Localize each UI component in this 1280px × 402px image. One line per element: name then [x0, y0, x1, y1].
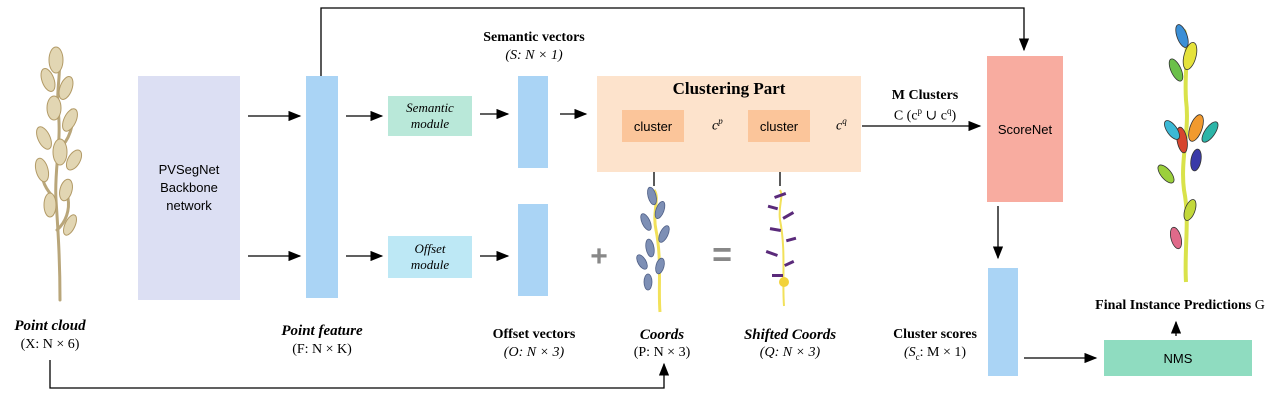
offset-module-line1: Offset [414, 241, 446, 256]
cq-base: c [836, 118, 843, 134]
cluster-scores-subtitle: (Sc: M × 1) [880, 345, 990, 362]
clustering-part-title: Clustering Part [672, 79, 786, 98]
final-predictions-suffix: G [1254, 298, 1265, 313]
cp-base: c [712, 118, 719, 134]
semantic-vectors-subtitle: (S: N × 1) [505, 48, 563, 63]
offset-vectors-bar [518, 204, 548, 296]
m-clusters-sub-a: C (c [893, 108, 918, 124]
cluster-box-2: cluster [748, 110, 810, 142]
cq-sup: q [842, 116, 847, 126]
backbone-network-box: PVSegNet Backbone network [138, 76, 240, 300]
point-feature-subtitle: (F: N × K) [292, 342, 352, 357]
plus-operator: + [590, 240, 608, 273]
point-cloud-title: Point cloud [14, 318, 86, 334]
offset-module-box: Offset module [388, 236, 472, 278]
cluster-scores-bar [988, 268, 1018, 376]
cluster-scores-sub-c: c [915, 351, 920, 362]
backbone-line3: network [166, 198, 212, 213]
cluster-box-1: cluster [622, 110, 684, 142]
cluster-scores-title: Cluster scores [893, 327, 977, 342]
coords-subtitle: (P: N × 3) [633, 345, 691, 360]
m-clusters-sup1: p [917, 106, 923, 116]
cluster-scores-sub-a: (S [903, 345, 916, 360]
scorenet-box: ScoreNet [987, 56, 1063, 202]
final-predictions-label: Final Instance Predictions G [1080, 298, 1280, 314]
semantic-module-box: Semantic module [388, 96, 472, 136]
point-feature-title: Point feature [281, 323, 363, 339]
offset-vectors-subtitle: (O: N × 3) [503, 345, 565, 360]
semantic-vectors-bar [518, 76, 548, 168]
m-clusters-sub-b: ∪ c [922, 108, 947, 124]
m-clusters-subtitle: C (cp ∪ cq) [866, 106, 984, 125]
m-clusters-sup2: q [947, 106, 952, 116]
backbone-line1: PVSegNet [158, 162, 220, 177]
nms-box: NMS [1104, 340, 1252, 376]
backbone-line2: Backbone [160, 180, 218, 195]
semantic-module-line1: Semantic [406, 100, 454, 115]
semantic-module-line2: module [410, 116, 450, 131]
coords-title: Coords [639, 327, 685, 343]
offset-vectors-title: Offset vectors [492, 327, 576, 342]
offset-module-line2: module [410, 257, 450, 272]
cluster-scores-sub-b: : M × 1) [919, 345, 967, 360]
cp-label: cp [712, 116, 723, 135]
equals-operator: = [712, 236, 732, 274]
point-feature-bar [306, 76, 338, 298]
point-cloud-subtitle: (X: N × 6) [20, 337, 80, 352]
m-clusters-sub-c: ) [951, 108, 957, 124]
shifted-coords-subtitle: (Q: N × 3) [759, 345, 821, 360]
semantic-vectors-title: Semantic vectors [483, 30, 585, 45]
m-clusters-title: M Clusters [891, 88, 959, 103]
cp-sup: p [718, 116, 723, 126]
shifted-coords-title: Shifted Coords [743, 327, 837, 343]
final-predictions-title: Final Instance Predictions [1095, 298, 1252, 313]
cq-label: cq [836, 116, 847, 135]
